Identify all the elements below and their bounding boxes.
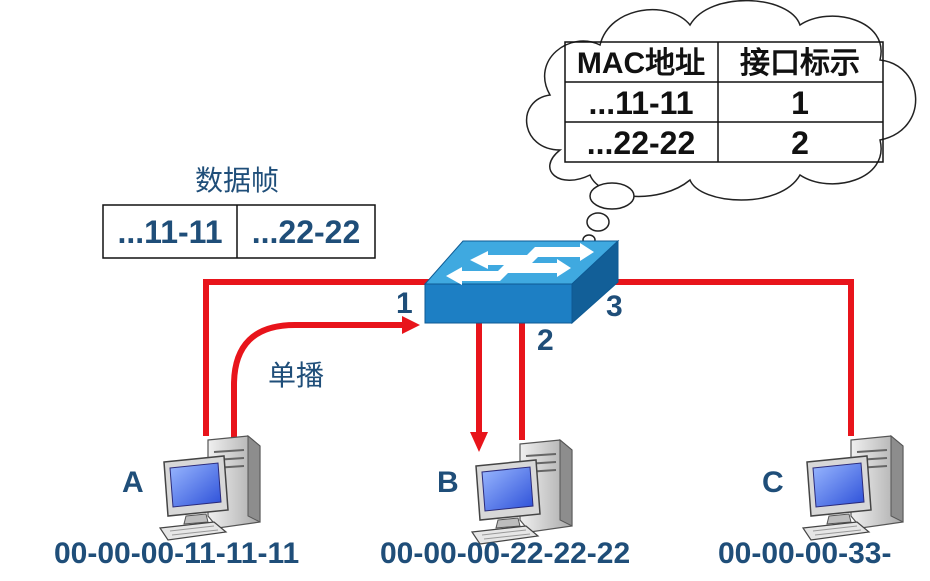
host-a-label: A xyxy=(122,466,144,499)
data-frame-dst-mac: ...11-11 xyxy=(118,214,223,250)
mac-table-header-port: 接口标示 xyxy=(740,47,860,80)
unicast-arrow-path xyxy=(231,322,405,440)
unicast-arrow-head xyxy=(402,316,420,334)
forward-arrow-head xyxy=(470,432,488,452)
data-frame: 数据帧 ...11-11 ...22-22 xyxy=(102,164,376,259)
thought-cloud xyxy=(525,0,917,246)
host-b-label: B xyxy=(437,466,459,499)
port-label-2: 2 xyxy=(537,324,554,357)
data-frame-src-mac: ...22-22 xyxy=(252,214,361,250)
mac-table-row1-port: 1 xyxy=(791,85,809,121)
link-a-port1 xyxy=(203,279,430,436)
host-c-mac: 00-00-00-33- xyxy=(718,537,891,570)
unicast-label: 单播 xyxy=(268,359,324,392)
mac-table-row2-mac: ...22-22 xyxy=(587,125,696,161)
port-label-3: 3 xyxy=(606,290,623,323)
host-b-mac: 00-00-00-22-22-22 xyxy=(380,537,630,570)
mac-table-header-mac: MAC地址 xyxy=(577,47,705,80)
mac-table-row2-port: 2 xyxy=(791,125,809,161)
pc-a-icon xyxy=(159,435,261,541)
link-c-port3 xyxy=(615,279,854,436)
switch xyxy=(423,239,620,325)
mac-table-row1-mac: ...11-11 xyxy=(589,85,694,121)
pc-c-icon xyxy=(802,435,904,541)
host-c-label: C xyxy=(762,466,784,499)
host-a-mac: 00-00-00-11-11-11 xyxy=(54,537,299,570)
data-frame-title: 数据帧 xyxy=(195,164,279,197)
mac-address-table: MAC地址 接口标示 ...11-11 1 ...22-22 2 xyxy=(564,41,884,163)
switch-arrows-icon xyxy=(446,243,594,285)
network-links xyxy=(203,279,854,440)
pc-b-icon xyxy=(471,439,573,545)
port-label-1: 1 xyxy=(396,287,413,320)
